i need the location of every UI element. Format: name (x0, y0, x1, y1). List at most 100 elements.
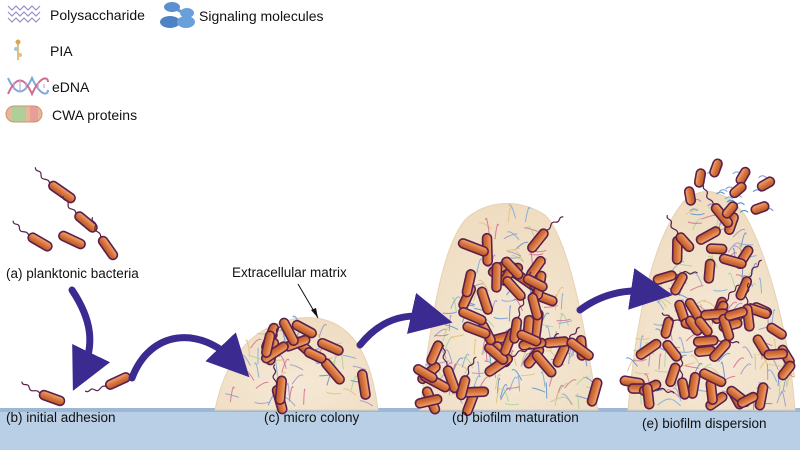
bacterium (665, 362, 681, 388)
matrix-fiber (558, 382, 571, 393)
matrix-fiber (543, 304, 559, 308)
matrix-fiber (255, 381, 269, 389)
matrix-fiber (508, 305, 512, 322)
matrix-fiber (495, 387, 501, 404)
matrix-fiber (786, 373, 794, 388)
matrix-fiber (742, 346, 753, 359)
matrix-fiber (727, 272, 736, 287)
bacterium (522, 273, 548, 292)
matrix-fiber (318, 323, 327, 338)
matrix-fiber (526, 226, 536, 240)
matrix-fiber (576, 376, 589, 386)
matrix-fiber (505, 247, 520, 252)
edna-icon (7, 75, 49, 97)
matrix-fiber (281, 358, 290, 373)
bacterium (735, 259, 762, 301)
matrix-fiber (477, 279, 489, 292)
matrix-fiber (531, 387, 546, 393)
signaling-molecules-icon (160, 2, 195, 28)
matrix-fiber (503, 233, 518, 239)
matrix-fiber (561, 396, 574, 406)
matrix-fiber (555, 293, 557, 311)
micro-colony-matrix (214, 317, 379, 411)
bacterium (729, 181, 747, 199)
bacterium (543, 336, 570, 349)
bacterium (483, 342, 509, 366)
matrix-fiber (707, 255, 718, 268)
matrix-fiber (515, 241, 529, 250)
bacterium (687, 371, 701, 399)
bacterium (662, 339, 682, 362)
bacterium (724, 306, 748, 322)
stage-a-label: (a) planktonic bacteria (6, 266, 139, 281)
bacterium (274, 375, 287, 405)
matrix-fiber (713, 289, 728, 292)
matrix-fiber (740, 363, 752, 375)
matrix-fiber (473, 338, 477, 356)
matrix-fiber (564, 379, 577, 389)
bacterium (261, 330, 276, 358)
bacterium (516, 329, 542, 347)
matrix-fiber (778, 380, 781, 397)
arrow-b-to-c (128, 332, 250, 382)
matrix-fiber (512, 249, 524, 262)
matrix-fiber (453, 357, 463, 371)
matrix-fiber (278, 355, 287, 370)
matrix-fiber (326, 391, 341, 395)
matrix-fiber (343, 388, 357, 396)
matrix-fiber (558, 320, 573, 325)
matrix-fiber (461, 353, 470, 368)
bacterium (291, 319, 317, 339)
matrix-fiber (576, 393, 580, 410)
stage-c-label: (c) micro colony (264, 410, 360, 425)
matrix-fiber (666, 389, 680, 398)
bacterium (426, 340, 444, 366)
bacterium (491, 261, 503, 293)
bacterium (666, 215, 695, 253)
matrix-fiber (549, 396, 564, 403)
bacterium (461, 269, 477, 298)
legend-pia-label: PIA (50, 43, 73, 59)
matrix-fiber (701, 214, 716, 220)
matrix-fiber (727, 242, 740, 253)
bacterium (766, 322, 787, 340)
matrix-fiber (511, 369, 523, 381)
bacterium (91, 217, 119, 261)
cwa-proteins-icon (5, 105, 43, 123)
bacterium (777, 360, 796, 381)
dispersed-matrix-fragment (718, 189, 728, 193)
matrix-fiber (509, 351, 517, 367)
matrix-fiber (672, 387, 682, 401)
matrix-fiber (479, 376, 491, 388)
matrix-fiber (689, 285, 704, 291)
matrix-fiber (506, 231, 520, 240)
matrix-fiber (685, 365, 700, 369)
legend-edna-label: eDNA (52, 79, 90, 95)
matrix-fiber (692, 272, 703, 286)
extracellular-matrix-label: Extracellular matrix (232, 265, 347, 280)
bacterium (705, 243, 728, 255)
matrix-fiber (225, 393, 239, 398)
bacterium (703, 258, 716, 284)
matrix-fiber (685, 208, 699, 215)
matrix-fiber (342, 354, 357, 359)
bacterium (756, 176, 776, 192)
matrix-fiber (681, 362, 696, 367)
bacterium (527, 216, 564, 253)
matrix-fiber (720, 361, 726, 378)
bacterium (62, 196, 98, 233)
matrix-fiber (692, 218, 703, 231)
matrix-fiber (771, 308, 776, 325)
dispersed-matrix-fragment (689, 208, 699, 212)
bacterium (721, 201, 739, 219)
bacterium (21, 381, 66, 407)
matrix-fiber (556, 318, 571, 322)
matrix-fiber (776, 390, 786, 404)
bacterium (414, 394, 443, 409)
matrix-fiber (444, 336, 455, 350)
bacterium (412, 363, 438, 383)
dispersed-matrix-fragment (716, 191, 725, 195)
matrix-fiber (254, 401, 269, 404)
matrix-fiber (703, 300, 717, 309)
